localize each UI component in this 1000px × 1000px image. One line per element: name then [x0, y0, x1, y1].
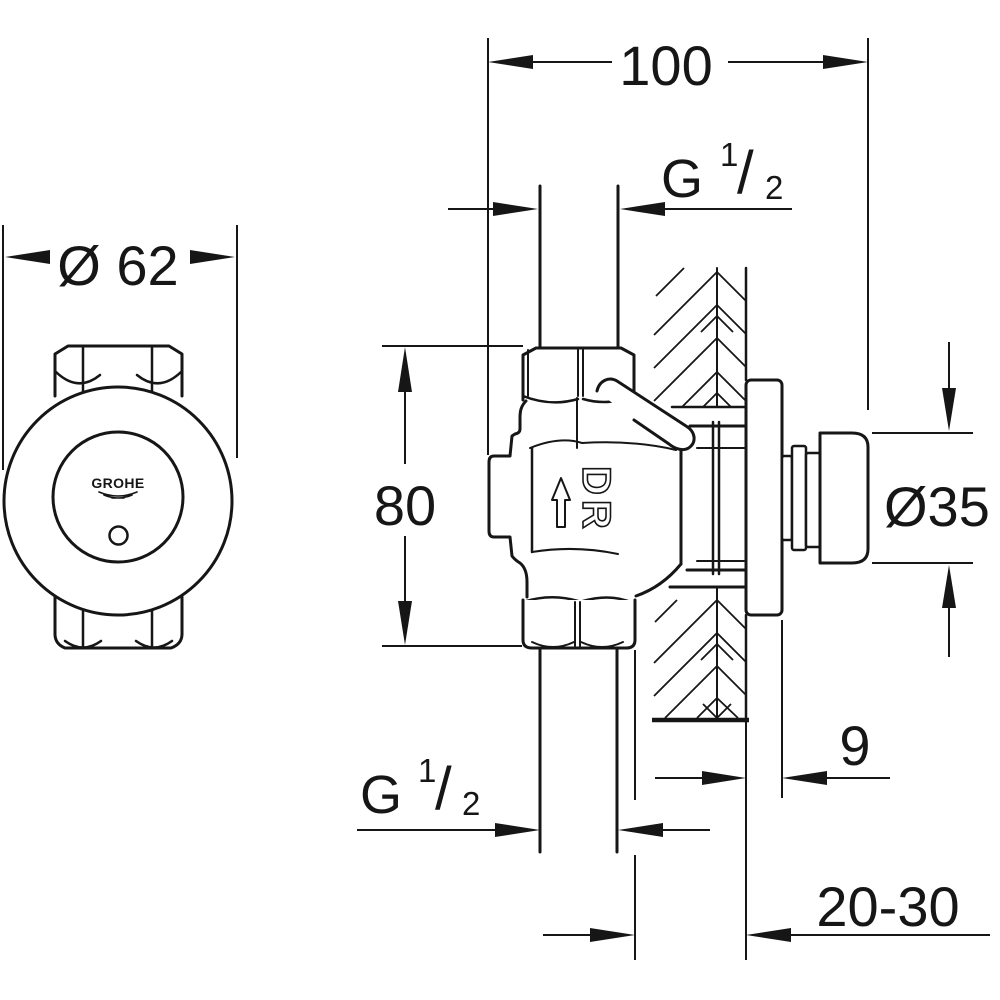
dim-front-diameter: Ø 62 — [2, 225, 238, 470]
wall-sleeve — [685, 420, 747, 576]
svg-text:GROHE: GROHE — [91, 475, 144, 491]
dim-label-plate-thickness: 9 — [839, 714, 870, 777]
pin-hole — [108, 525, 129, 546]
dim-label-width: 100 — [619, 34, 712, 97]
dim-thread-top: G 1 / 2 — [448, 136, 792, 216]
dim-width: 100 — [487, 34, 869, 455]
thread-label-numerator: 1 — [720, 136, 738, 173]
escutcheon-plate — [744, 378, 822, 617]
dim-label-knob-diameter: Ø35 — [884, 475, 990, 538]
front-view: GROHE — [2, 344, 234, 650]
dim-knob-diameter: Ø35 — [872, 342, 990, 657]
thread-label-numerator-bottom: 1 — [418, 752, 436, 789]
grohe-logo: GROHE — [91, 475, 144, 499]
dr-marking: DR — [574, 466, 618, 534]
push-button-front-circle — [51, 430, 185, 564]
dim-mounting-depth: 20-30 — [543, 650, 990, 960]
thread-label-base-bottom: G — [360, 765, 402, 825]
flow-arrow-icon — [551, 477, 571, 528]
outlet-pipe-bottom — [538, 646, 619, 854]
valve-body — [487, 346, 696, 650]
thread-label-denominator-bottom: 2 — [462, 785, 480, 822]
escutcheon-front-circle — [2, 385, 234, 617]
thread-label-slash: / — [737, 139, 754, 206]
dim-height: 80 — [374, 345, 523, 647]
dim-label-height: 80 — [374, 474, 436, 537]
dim-plate-thickness: 9 — [655, 620, 890, 798]
dim-label-front-diameter: Ø 62 — [57, 234, 178, 297]
supply-pipe-top — [538, 184, 620, 350]
thread-label-denominator: 2 — [765, 169, 783, 206]
dim-label-mounting-depth: 20-30 — [816, 875, 959, 938]
push-button-knob-side — [818, 431, 870, 565]
flow-direction-marking: DR — [551, 465, 619, 535]
sleeve-seal-ring — [711, 420, 721, 576]
thread-label-slash-bottom: / — [435, 755, 452, 822]
dim-thread-bottom: G 1 / 2 — [357, 752, 710, 837]
thread-label-base: G — [661, 149, 703, 209]
wall-hatch — [652, 266, 749, 724]
